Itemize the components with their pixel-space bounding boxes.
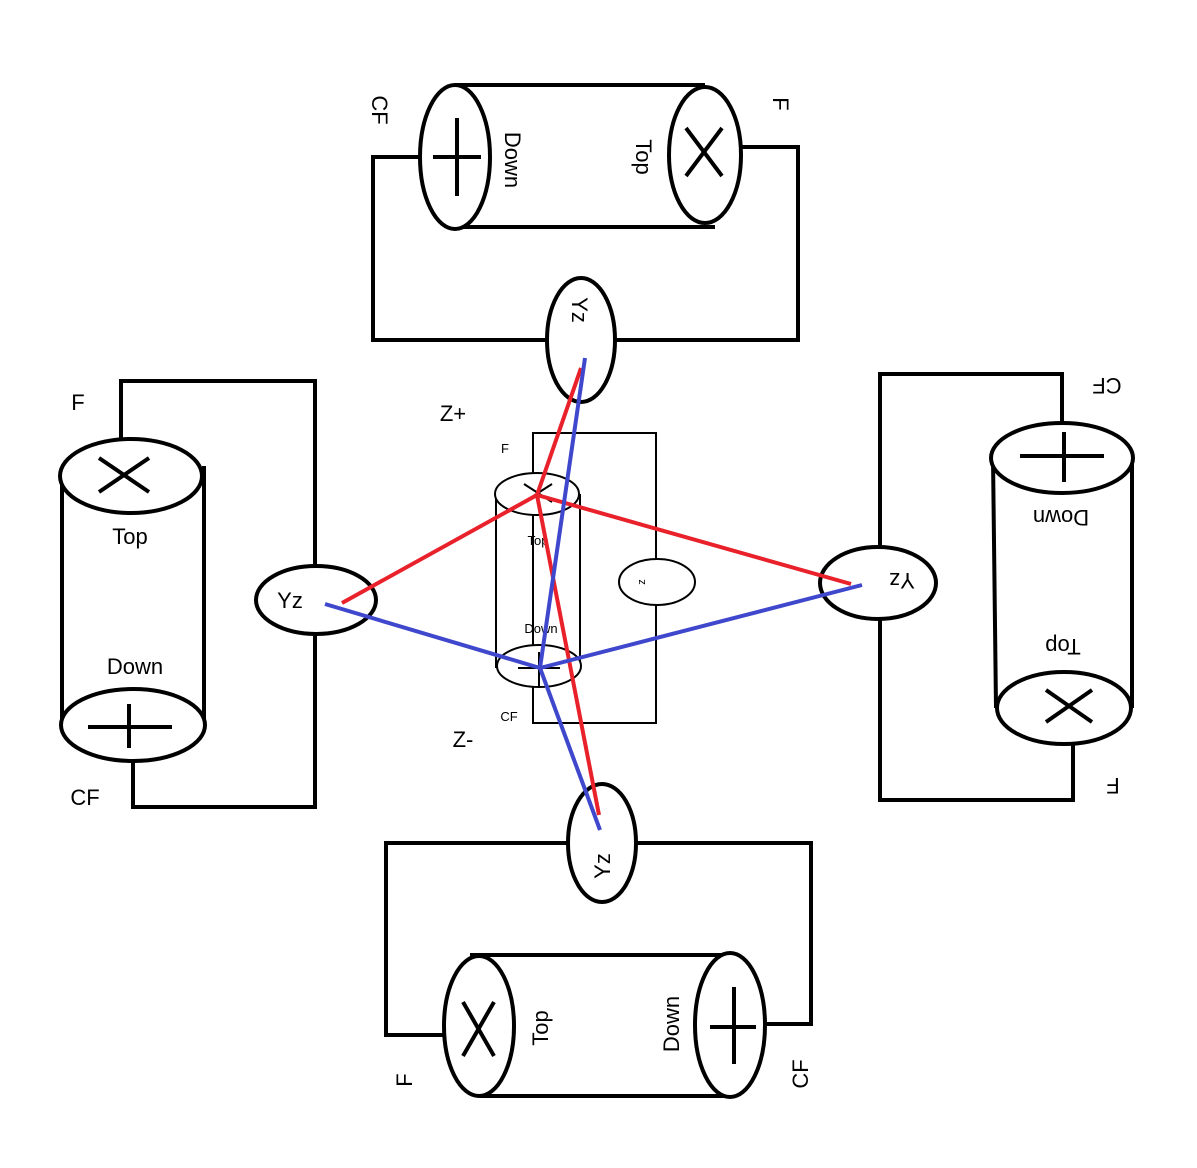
top-cf-label: CF (367, 95, 392, 124)
x-mark-icon (97, 456, 151, 494)
bottom-down-label: Down (659, 996, 684, 1052)
x-mark-icon (461, 1001, 496, 1057)
left-f-label: F (71, 390, 84, 415)
bottom-top-label: Top (528, 1010, 553, 1045)
right-yz-sensor (818, 545, 938, 621)
x-mark-icon (1044, 688, 1094, 724)
z-minus-label: Z- (453, 727, 474, 752)
z-plus-label: Z+ (440, 401, 466, 426)
center-cf-label: CF (500, 709, 517, 724)
red-connection-path (341, 367, 852, 816)
top-yz-label: Yz (567, 297, 592, 323)
left-assembly: Top Down F CF Yz (58, 379, 378, 810)
x-mark-icon (684, 126, 724, 178)
left-f-end (58, 437, 204, 515)
blue-path-to-bottom (538, 667, 602, 831)
left-yz-sensor (254, 564, 378, 636)
top-f-label: F (768, 97, 793, 110)
center-z-sensor (618, 558, 696, 606)
center-f-label: F (501, 441, 509, 456)
blue-path-to-top (538, 357, 587, 669)
blue-connection-path (324, 357, 863, 831)
plus-mark-icon (433, 118, 481, 196)
right-top-label: Top (1045, 634, 1080, 659)
red-path-to-right (536, 493, 852, 586)
right-cylinder-edge (991, 457, 998, 709)
right-yz-label: Yz (889, 568, 915, 593)
center-down-label: Down (524, 621, 557, 636)
top-yz-sensor (545, 276, 617, 404)
center-z-label: z (636, 579, 648, 585)
plus-mark-icon (88, 704, 172, 748)
top-assembly: Down Top CF F Yz (367, 83, 800, 404)
plus-mark-icon (710, 987, 756, 1064)
left-down-label: Down (107, 654, 163, 679)
red-path-to-left (341, 493, 538, 605)
blue-path-to-right (539, 583, 863, 670)
red-path-to-top (535, 367, 583, 496)
left-yz-label: Yz (277, 588, 303, 613)
blue-path-to-left (324, 602, 541, 670)
right-cf-label: CF (1092, 373, 1121, 398)
bottom-yz-label: Yz (590, 853, 615, 879)
right-f-label: F (1106, 773, 1119, 798)
left-cf-label: CF (70, 785, 99, 810)
right-down-label: Down (1033, 505, 1089, 530)
bottom-f-label: F (392, 1073, 417, 1086)
top-top-label: Top (631, 139, 656, 174)
red-path-to-bottom (535, 494, 601, 816)
right-assembly: Down Top CF F Yz (818, 372, 1135, 802)
left-top-label: Top (112, 524, 147, 549)
bottom-yz-sensor (566, 782, 638, 904)
bottom-cf-label: CF (788, 1059, 813, 1088)
top-down-label: Down (500, 132, 525, 188)
center-assembly: Top Down F CF z (494, 432, 696, 724)
bottom-assembly: Top Down F CF Yz (384, 782, 813, 1099)
plus-mark-icon (1020, 432, 1104, 482)
